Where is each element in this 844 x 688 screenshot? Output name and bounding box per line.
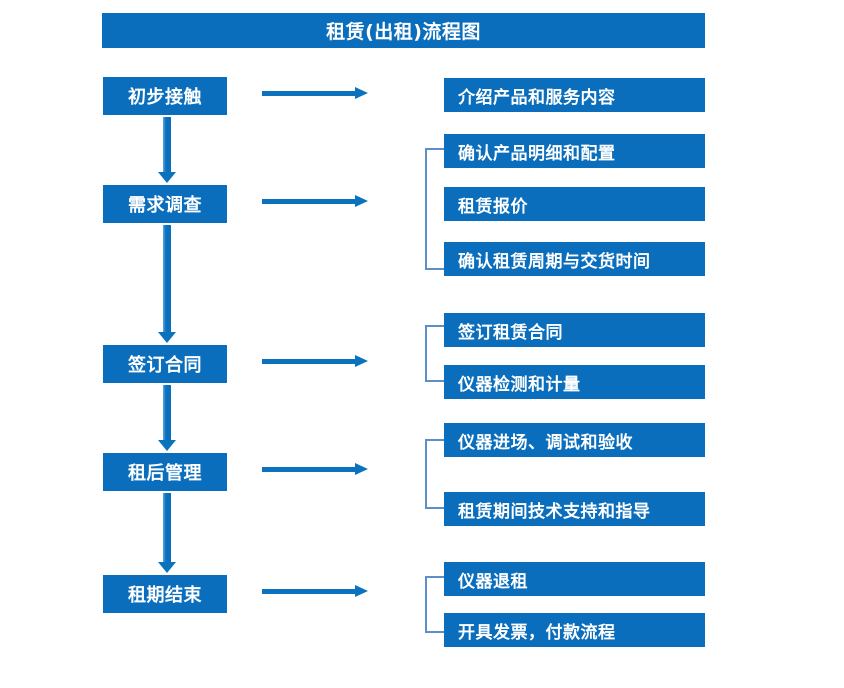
detail-box-5[interactable]: 签订租赁合同 — [444, 313, 705, 347]
detail-box-3[interactable]: 租赁报价 — [444, 187, 705, 221]
stage-box-4[interactable]: 租后管理 — [103, 453, 227, 491]
right-arrow-icon-3 — [262, 353, 368, 369]
detail-box-7[interactable]: 仪器进场、调试和验收 — [444, 423, 705, 457]
detail-box-6[interactable]: 仪器检测和计量 — [444, 365, 705, 399]
arrow-head — [158, 332, 176, 343]
stage-box-5[interactable]: 租期结束 — [103, 575, 227, 613]
arrow-shaft — [163, 225, 171, 332]
group-bracket-4 — [425, 576, 444, 633]
stage-box-2[interactable]: 需求调查 — [103, 185, 227, 223]
arrow-shaft — [262, 199, 356, 204]
arrow-shaft — [262, 91, 356, 96]
arrow-shaft — [262, 467, 356, 472]
arrow-shaft — [262, 359, 356, 364]
group-bracket-1 — [425, 148, 444, 270]
down-arrow-icon-2 — [158, 225, 176, 343]
detail-box-4[interactable]: 确认租赁周期与交货时间 — [444, 242, 705, 276]
detail-box-1[interactable]: 介绍产品和服务内容 — [444, 78, 705, 112]
arrow-head — [158, 440, 176, 451]
arrow-head — [355, 195, 368, 207]
detail-box-8[interactable]: 租赁期间技术支持和指导 — [444, 492, 705, 526]
arrow-shaft — [163, 493, 171, 562]
down-arrow-icon-1 — [158, 117, 176, 183]
arrow-head — [355, 87, 368, 99]
right-arrow-icon-2 — [262, 193, 368, 209]
arrow-head — [158, 172, 176, 183]
flowchart-title: 租赁(出租)流程图 — [102, 13, 705, 48]
right-arrow-icon-4 — [262, 461, 368, 477]
arrow-head — [355, 585, 368, 597]
down-arrow-icon-3 — [158, 385, 176, 451]
detail-box-10[interactable]: 开具发票，付款流程 — [444, 613, 705, 647]
detail-box-9[interactable]: 仪器退租 — [444, 562, 705, 596]
group-bracket-3 — [425, 439, 444, 509]
right-arrow-icon-1 — [262, 85, 368, 101]
arrow-head — [355, 355, 368, 367]
right-arrow-icon-5 — [262, 583, 368, 599]
arrow-shaft — [262, 589, 356, 594]
arrow-head — [355, 463, 368, 475]
stage-box-1[interactable]: 初步接触 — [103, 77, 227, 115]
down-arrow-icon-4 — [158, 493, 176, 573]
arrow-head — [158, 562, 176, 573]
detail-box-2[interactable]: 确认产品明细和配置 — [444, 134, 705, 168]
stage-box-3[interactable]: 签订合同 — [103, 345, 227, 383]
group-bracket-2 — [425, 325, 444, 382]
arrow-shaft — [163, 385, 171, 440]
arrow-shaft — [163, 117, 171, 172]
